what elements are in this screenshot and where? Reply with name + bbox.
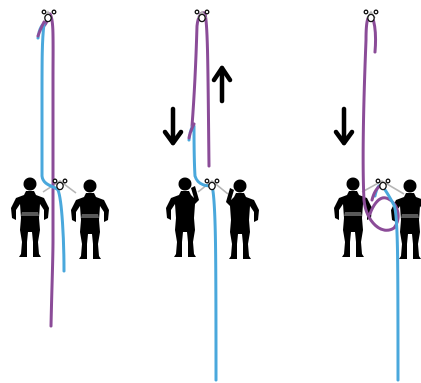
anchor-top: [194, 9, 210, 23]
climber-silhouette-icon: [71, 179, 109, 259]
carabiner-icon: [208, 181, 216, 191]
arrow-up-icon: [211, 65, 233, 104]
carabiner-icon: [44, 13, 52, 23]
anchor-top: [41, 9, 57, 23]
sling: [197, 179, 229, 195]
anchor-mid: [375, 178, 391, 191]
blue-rope: [373, 183, 400, 382]
anchor-top: [363, 9, 379, 23]
purple-rope: [42, 12, 55, 328]
climber-left: [166, 177, 199, 257]
arrow-down-icon: [333, 106, 355, 146]
carabiner-icon: [62, 178, 68, 184]
arrow-down-icon: [162, 106, 184, 146]
carabiner-icon: [379, 181, 387, 191]
carabiner-icon: [204, 178, 210, 184]
rope-end-purple: [36, 20, 46, 38]
anchor-mid: [204, 178, 220, 191]
panel-1: [11, 9, 109, 328]
carabiner-icon: [52, 178, 58, 184]
purple-rope: [361, 14, 400, 232]
climber-silhouette-icon: [226, 179, 259, 259]
blue-rope: [36, 22, 66, 273]
sling: [361, 180, 405, 195]
carabiner-icon: [204, 9, 210, 15]
carabiner-icon: [41, 9, 47, 15]
carabiner-icon: [363, 9, 369, 15]
carabiner-icon: [385, 178, 391, 184]
panel-2: [162, 9, 259, 382]
carabiner-icon: [56, 181, 64, 191]
carabiner-icon: [51, 9, 57, 15]
climber-silhouette-icon: [11, 177, 49, 257]
climber-silhouette-icon: [166, 177, 199, 257]
carabiner-icon: [198, 13, 206, 23]
panel-3: [333, 9, 421, 382]
carabiner-icon: [373, 9, 379, 15]
rope-end-purple: [370, 184, 382, 202]
climber-right: [71, 179, 109, 259]
carabiner-icon: [194, 9, 200, 15]
climber-left: [11, 177, 49, 257]
carabiner-icon: [375, 178, 381, 184]
rope-end-purple: [187, 122, 196, 140]
carabiner-icon: [214, 178, 220, 184]
climber-right: [226, 179, 259, 259]
carabiner-icon: [367, 13, 375, 23]
anchor-mid: [52, 178, 68, 191]
sling: [42, 180, 77, 194]
